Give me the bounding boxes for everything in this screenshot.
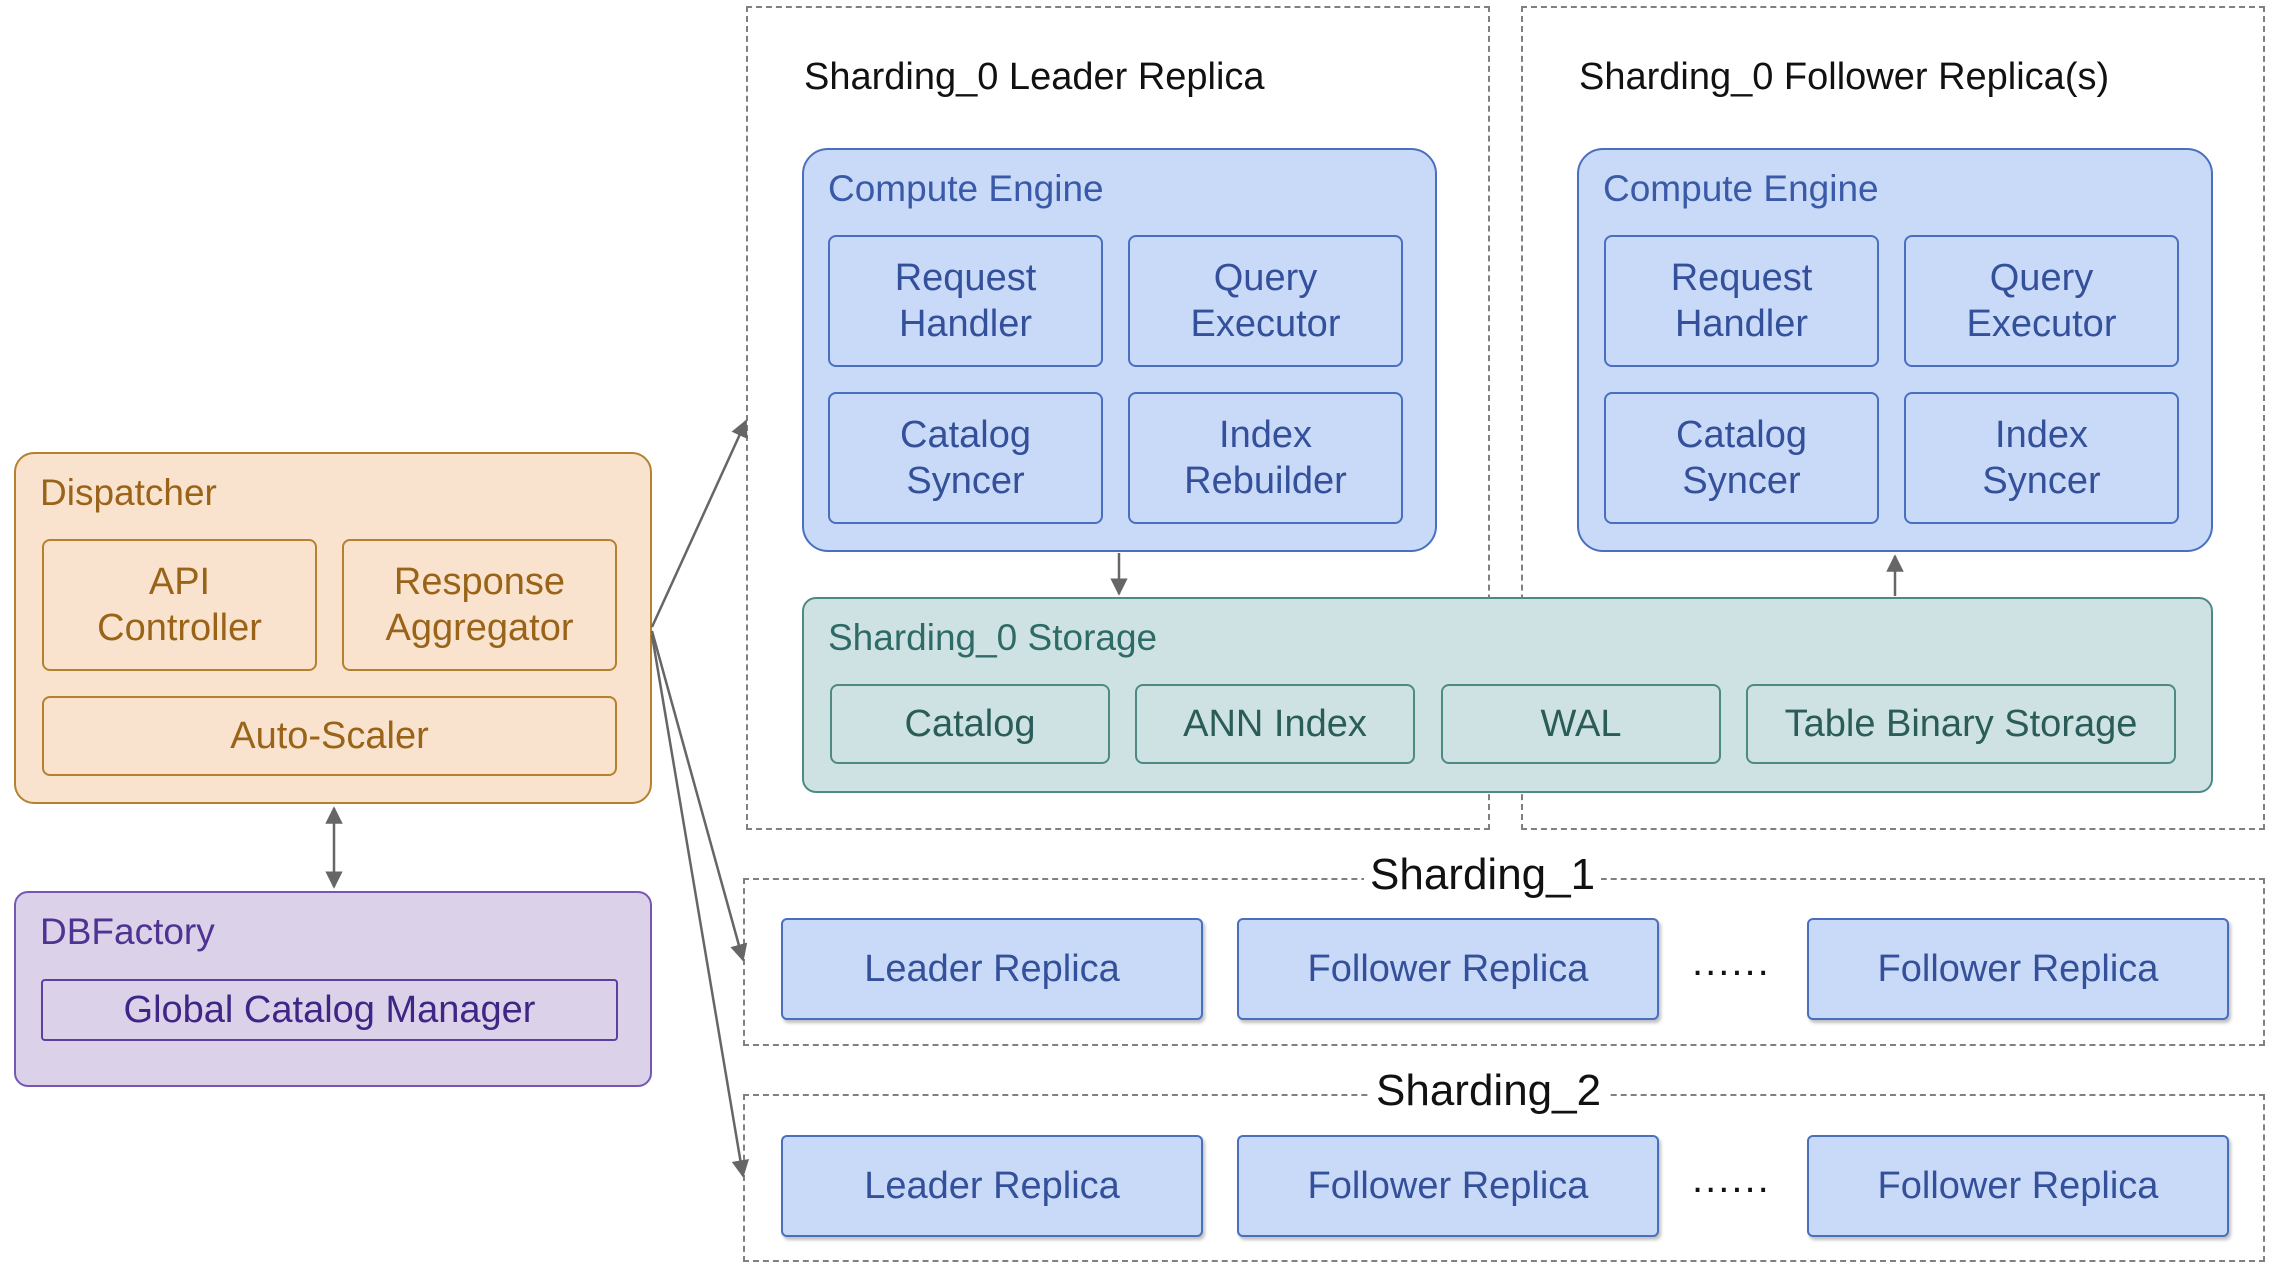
- sharding-2-title: Sharding_2: [1370, 1066, 1608, 1116]
- storage-catalog: Catalog: [830, 684, 1110, 764]
- leader-compute-engine-title: Compute Engine: [828, 168, 1104, 209]
- leader-query-executor: Query Executor: [1128, 235, 1403, 367]
- sharding-2-follower-replica-2: Follower Replica: [1807, 1135, 2229, 1237]
- arrow-dispatcher-to-sharding-0: [650, 419, 748, 628]
- sharding-2-leader-replica: Leader Replica: [781, 1135, 1203, 1237]
- sharding-0-leader-title: Sharding_0 Leader Replica: [804, 56, 1265, 98]
- storage-ann-index: ANN Index: [1135, 684, 1415, 764]
- sharding-1-follower-replica-2: Follower Replica: [1807, 918, 2229, 1020]
- global-catalog-manager: Global Catalog Manager: [41, 979, 618, 1041]
- follower-index-syncer: Index Syncer: [1904, 392, 2179, 524]
- auto-scaler: Auto-Scaler: [42, 696, 617, 776]
- dbfactory-title: DBFactory: [40, 911, 215, 952]
- follower-query-executor: Query Executor: [1904, 235, 2179, 367]
- sharding-1-ellipsis: ......: [1692, 940, 1771, 984]
- sharding-2-follower-replica-1: Follower Replica: [1237, 1135, 1659, 1237]
- storage-wal: WAL: [1441, 684, 1721, 764]
- arrow-dispatcher-to-sharding-2: [650, 634, 750, 1178]
- leader-index-rebuilder: Index Rebuilder: [1128, 392, 1403, 524]
- sharding-1-follower-replica-1: Follower Replica: [1237, 918, 1659, 1020]
- sharding-0-storage-title: Sharding_0 Storage: [828, 617, 1158, 658]
- sharding-1-title: Sharding_1: [1364, 850, 1602, 900]
- follower-request-handler: Request Handler: [1604, 235, 1879, 367]
- dispatcher-title: Dispatcher: [40, 472, 217, 513]
- follower-catalog-syncer: Catalog Syncer: [1604, 392, 1879, 524]
- sharding-0-leader-region: [746, 6, 1490, 830]
- sharding-0-follower-region: [1521, 6, 2265, 830]
- arrow-dispatcher-to-sharding-1: [650, 630, 748, 962]
- storage-table-binary-storage: Table Binary Storage: [1746, 684, 2176, 764]
- sharding-2-ellipsis: ......: [1692, 1157, 1771, 1201]
- leader-request-handler: Request Handler: [828, 235, 1103, 367]
- api-controller: API Controller: [42, 539, 317, 671]
- sharding-0-follower-title: Sharding_0 Follower Replica(s): [1579, 56, 2110, 98]
- follower-compute-engine-title: Compute Engine: [1603, 168, 1879, 209]
- response-aggregator: Response Aggregator: [342, 539, 617, 671]
- leader-catalog-syncer: Catalog Syncer: [828, 392, 1103, 524]
- sharding-1-leader-replica: Leader Replica: [781, 918, 1203, 1020]
